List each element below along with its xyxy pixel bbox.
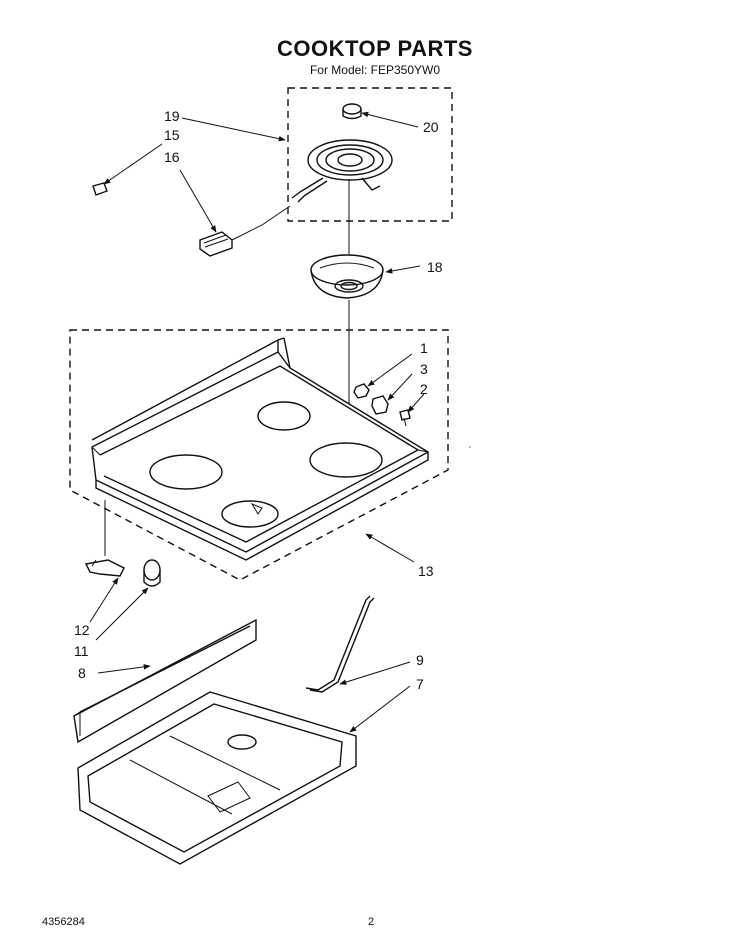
part-3-bracket (371, 395, 389, 415)
callout-2: 2 (420, 381, 428, 397)
callout-3: 3 (420, 361, 428, 377)
scan-speck (469, 446, 471, 448)
callout-13: 13 (418, 563, 434, 579)
callout-9: 9 (416, 652, 424, 668)
callout-19: 19 (164, 108, 180, 124)
callout-1: 1 (420, 340, 428, 356)
callout-20: 20 (423, 119, 439, 135)
part-8-front-strip (73, 618, 257, 744)
part-15-clip (92, 182, 108, 196)
part-7-burner-box (77, 691, 357, 865)
callout-7: 7 (416, 676, 424, 692)
document-number: 4356284 (42, 916, 85, 928)
callout-12: 12 (74, 622, 90, 638)
part-19-surface-element (291, 139, 393, 203)
part-1-nut (353, 383, 370, 399)
callout-11: 11 (74, 643, 89, 659)
part-13-cooktop (91, 337, 430, 561)
part-20-cap (342, 103, 362, 120)
page-number: 2 (368, 916, 375, 928)
page-title: COOKTOP PARTS (277, 36, 473, 61)
part-11-bumper (143, 559, 161, 587)
part-2-screw (399, 409, 411, 427)
element-assembly-box (287, 87, 453, 222)
part-16-terminal-block (199, 205, 291, 257)
callout-16: 16 (164, 149, 180, 165)
callout-8: 8 (78, 665, 86, 681)
cooktop-assembly-box (69, 329, 449, 581)
part-9-rod (305, 595, 375, 693)
model-subtitle: For Model: FEP350YW0 (309, 63, 441, 77)
part-12-hinge (84, 559, 125, 577)
callout-15: 15 (164, 127, 180, 143)
part-18-drip-bowl (310, 254, 384, 299)
callout-18: 18 (427, 259, 443, 275)
